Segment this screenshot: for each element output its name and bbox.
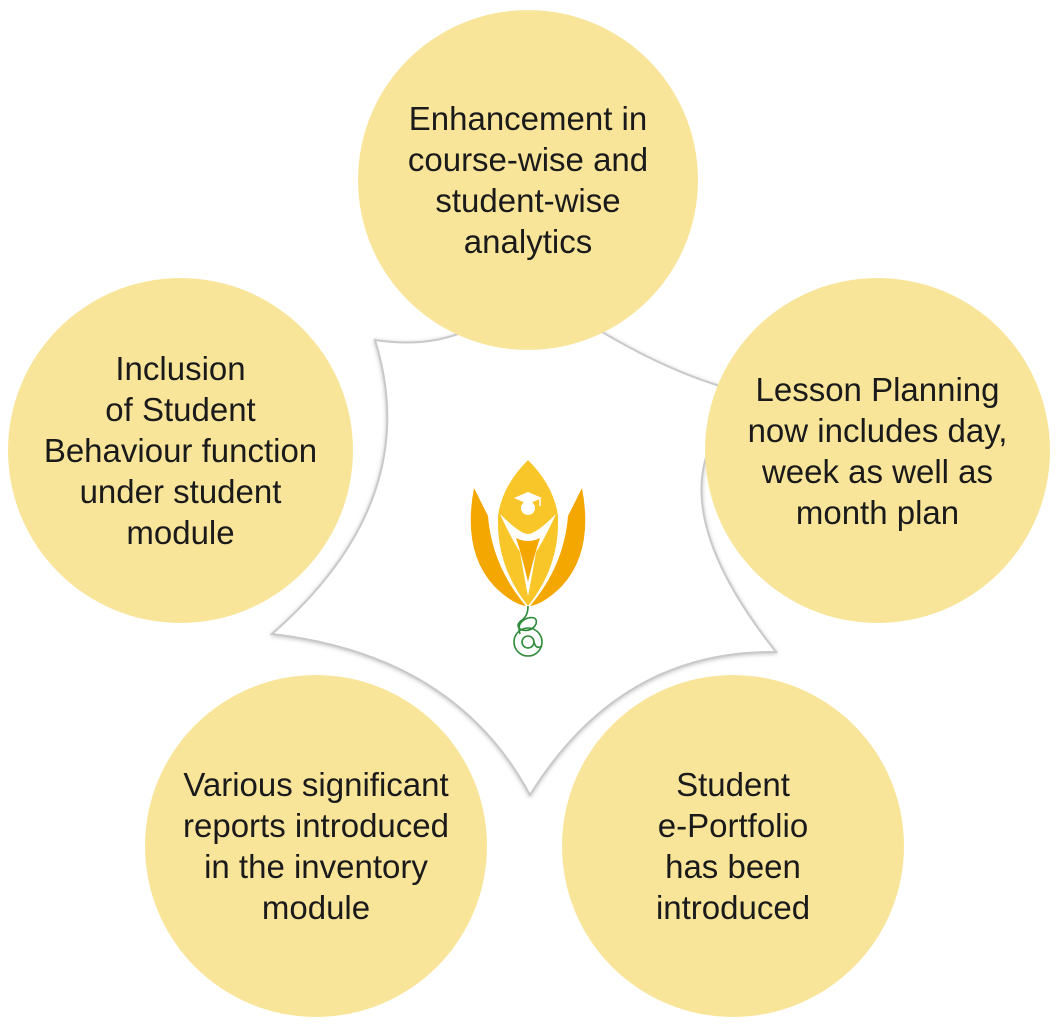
logo-right-petal: [530, 488, 586, 606]
bubble-student-eportfolio: Student e-Portfolio has been introduced: [562, 675, 904, 1017]
bubble-text-student-behaviour: Inclusion of Student Behaviour function …: [43, 350, 318, 551]
bubble-text-course-analytics: Enhancement in course-wise and student-w…: [407, 100, 649, 260]
graduation-cap-icon: [514, 492, 542, 504]
at-sign-icon: [513, 627, 543, 657]
bubble-text-lesson-planning: Lesson Planning now includes day, week a…: [747, 370, 1008, 531]
bubble-course-analytics: Enhancement in course-wise and student-w…: [358, 10, 698, 350]
logo-person-head: [521, 501, 535, 515]
tulip-graduate-logo-icon: [470, 460, 586, 657]
at-sign-tail: [533, 641, 543, 649]
bubble-text-inventory-reports: Various significant reports introduced i…: [183, 766, 449, 926]
at-sign-inner: [521, 635, 535, 649]
logo-stem: [517, 605, 538, 635]
logo-person-inner: [516, 538, 540, 582]
bubble-lesson-planning: Lesson Planning now includes day, week a…: [705, 278, 1050, 623]
bubble-student-behaviour: Inclusion of Student Behaviour function …: [8, 278, 353, 623]
logo-left-petal: [470, 488, 526, 606]
bubble-inventory-reports: Various significant reports introduced i…: [145, 675, 487, 1017]
bubble-text-student-eportfolio: Student e-Portfolio has been introduced: [655, 766, 811, 926]
logo-center-petal: [497, 460, 559, 606]
